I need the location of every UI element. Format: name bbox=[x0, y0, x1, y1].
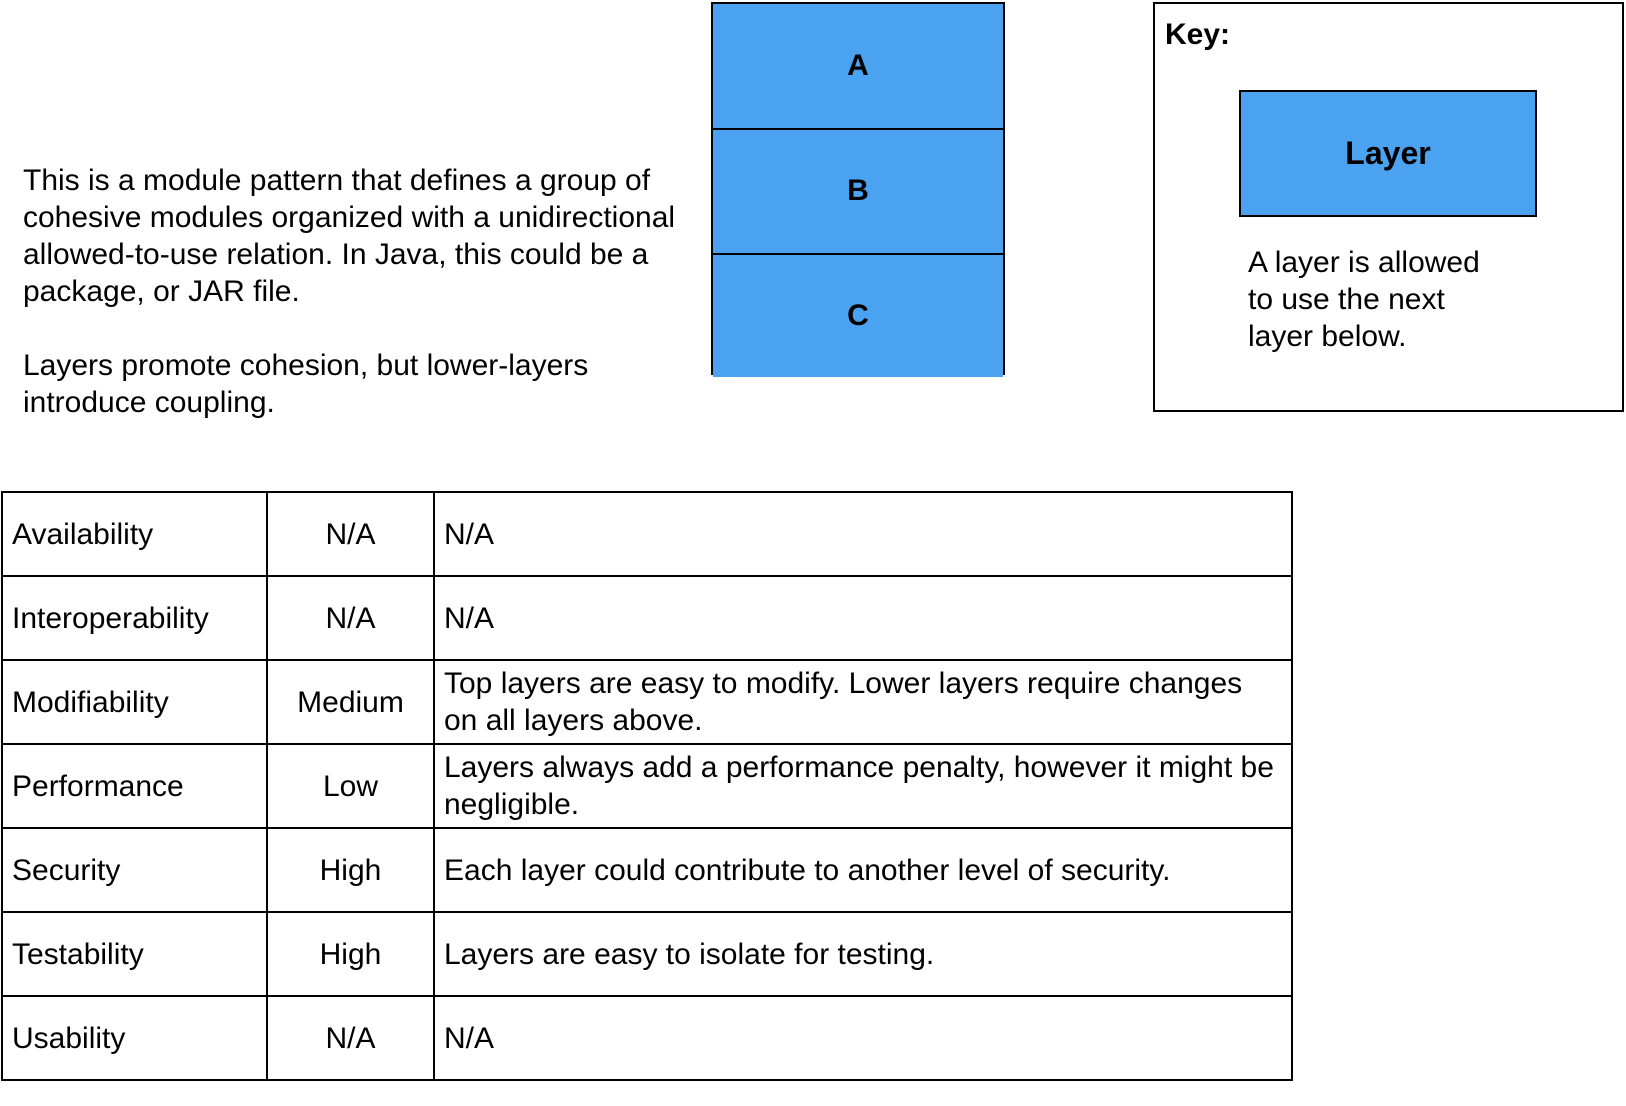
rating-cell: N/A bbox=[266, 575, 435, 661]
rating-cell: Low bbox=[266, 743, 435, 829]
quality-attributes-table: Availability N/A N/A Interoperability N/… bbox=[1, 491, 1293, 1081]
pattern-description: This is a module pattern that defines a … bbox=[23, 162, 683, 421]
layer-a: A bbox=[713, 4, 1003, 129]
attribute-cell: Performance bbox=[1, 743, 268, 829]
notes-cell: N/A bbox=[433, 995, 1293, 1081]
key-title: Key: bbox=[1165, 18, 1231, 51]
notes-cell: Each layer could contribute to another l… bbox=[433, 827, 1293, 913]
notes-cell: N/A bbox=[433, 491, 1293, 577]
attribute-cell: Interoperability bbox=[1, 575, 268, 661]
notes-cell: Top layers are easy to modify. Lower lay… bbox=[433, 659, 1293, 745]
description-paragraph-2: Layers promote cohesion, but lower-layer… bbox=[23, 349, 589, 419]
notes-cell: Layers always add a performance penalty,… bbox=[433, 743, 1293, 829]
attribute-cell: Security bbox=[1, 827, 268, 913]
notes-cell: Layers are easy to isolate for testing. bbox=[433, 911, 1293, 997]
notes-cell: N/A bbox=[433, 575, 1293, 661]
table-row: Usability N/A N/A bbox=[1, 995, 1293, 1081]
description-paragraph-1: This is a module pattern that defines a … bbox=[23, 164, 676, 308]
table-row: Security High Each layer could contribut… bbox=[1, 827, 1293, 913]
table-row: Modifiability Medium Top layers are easy… bbox=[1, 659, 1293, 745]
rating-cell: High bbox=[266, 827, 435, 913]
table-row: Interoperability N/A N/A bbox=[1, 575, 1293, 661]
table-row: Availability N/A N/A bbox=[1, 491, 1293, 577]
rating-cell: High bbox=[266, 911, 435, 997]
table-row: Performance Low Layers always add a perf… bbox=[1, 743, 1293, 829]
rating-cell: N/A bbox=[266, 491, 435, 577]
rating-cell: Medium bbox=[266, 659, 435, 745]
rating-cell: N/A bbox=[266, 995, 435, 1081]
attribute-cell: Modifiability bbox=[1, 659, 268, 745]
key-description: A layer is allowed to use the next layer… bbox=[1248, 246, 1480, 353]
attribute-cell: Availability bbox=[1, 491, 268, 577]
legend-key: Key: Layer A layer is allowed to use the… bbox=[1153, 2, 1624, 412]
layer-stack: A B C bbox=[711, 2, 1005, 377]
attribute-cell: Usability bbox=[1, 995, 268, 1081]
key-layer-sample: Layer bbox=[1239, 90, 1537, 217]
layer-b: B bbox=[713, 128, 1003, 253]
attribute-cell: Testability bbox=[1, 911, 268, 997]
layer-c: C bbox=[713, 252, 1003, 377]
table-row: Testability High Layers are easy to isol… bbox=[1, 911, 1293, 997]
